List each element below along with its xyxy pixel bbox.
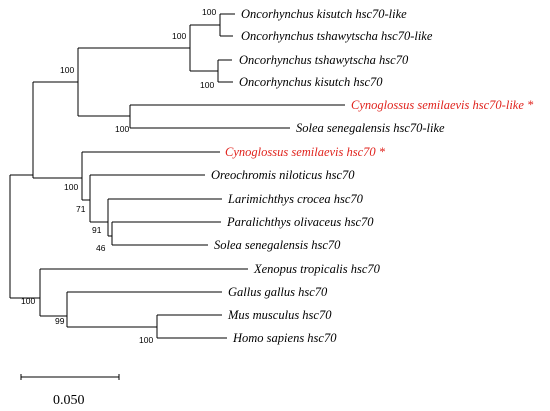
leaf-label-gg: Gallus gallus hsc70 <box>228 285 328 299</box>
bootstrap-onco-like: 100 <box>202 7 216 17</box>
scale-bar: 0.050 <box>20 374 120 408</box>
bootstrap-flatfish: 91 <box>92 225 102 235</box>
bootstrap-larimichthys: 71 <box>76 204 86 214</box>
bootstrap-solea: 46 <box>96 243 106 253</box>
leaf-labels: Oncorhynchus kisutch hsc70-like Oncorhyn… <box>211 7 534 345</box>
leaf-label-ot-like: Oncorhynchus tshawytscha hsc70-like <box>241 29 433 43</box>
bootstrap-values: 100 100 100 100 100 100 71 91 46 100 99 … <box>21 7 216 345</box>
leaf-label-ot: Oncorhynchus tshawytscha hsc70 <box>239 53 409 67</box>
leaf-label-ok-like: Oncorhynchus kisutch hsc70-like <box>241 7 407 21</box>
bootstrap-tetrapod: 100 <box>21 296 35 306</box>
leaf-label-ok: Oncorhynchus kisutch hsc70 <box>239 75 383 89</box>
leaf-label-on: Oreochromis niloticus hsc70 <box>211 168 355 182</box>
bootstrap-perciform: 100 <box>64 182 78 192</box>
bootstrap-mammal: 100 <box>139 335 153 345</box>
bootstrap-onco: 100 <box>200 80 214 90</box>
leaf-label-hs: Homo sapiens hsc70 <box>232 331 337 345</box>
leaf-label-ss-like: Solea senegalensis hsc70-like <box>296 121 445 135</box>
leaf-label-lc: Larimichthys crocea hsc70 <box>227 192 364 206</box>
leaf-label-mm: Mus musculus hsc70 <box>227 308 332 322</box>
leaf-label-ss: Solea senegalensis hsc70 <box>214 238 341 252</box>
tree-branches <box>9 13 345 339</box>
bootstrap-upper: 100 <box>60 65 74 75</box>
leaf-label-cs-like: Cynoglossus semilaevis hsc70-like * <box>351 98 534 112</box>
leaf-label-cs: Cynoglossus semilaevis hsc70 * <box>225 145 386 159</box>
leaf-label-po: Paralichthys olivaceus hsc70 <box>226 215 374 229</box>
bootstrap-mammal-bird: 99 <box>55 316 65 326</box>
leaf-label-xt: Xenopus tropicalis hsc70 <box>253 262 381 276</box>
scale-bar-label: 0.050 <box>53 393 85 408</box>
bootstrap-salmonid: 100 <box>172 31 186 41</box>
bootstrap-solea-cyno-like: 100 <box>115 124 129 134</box>
